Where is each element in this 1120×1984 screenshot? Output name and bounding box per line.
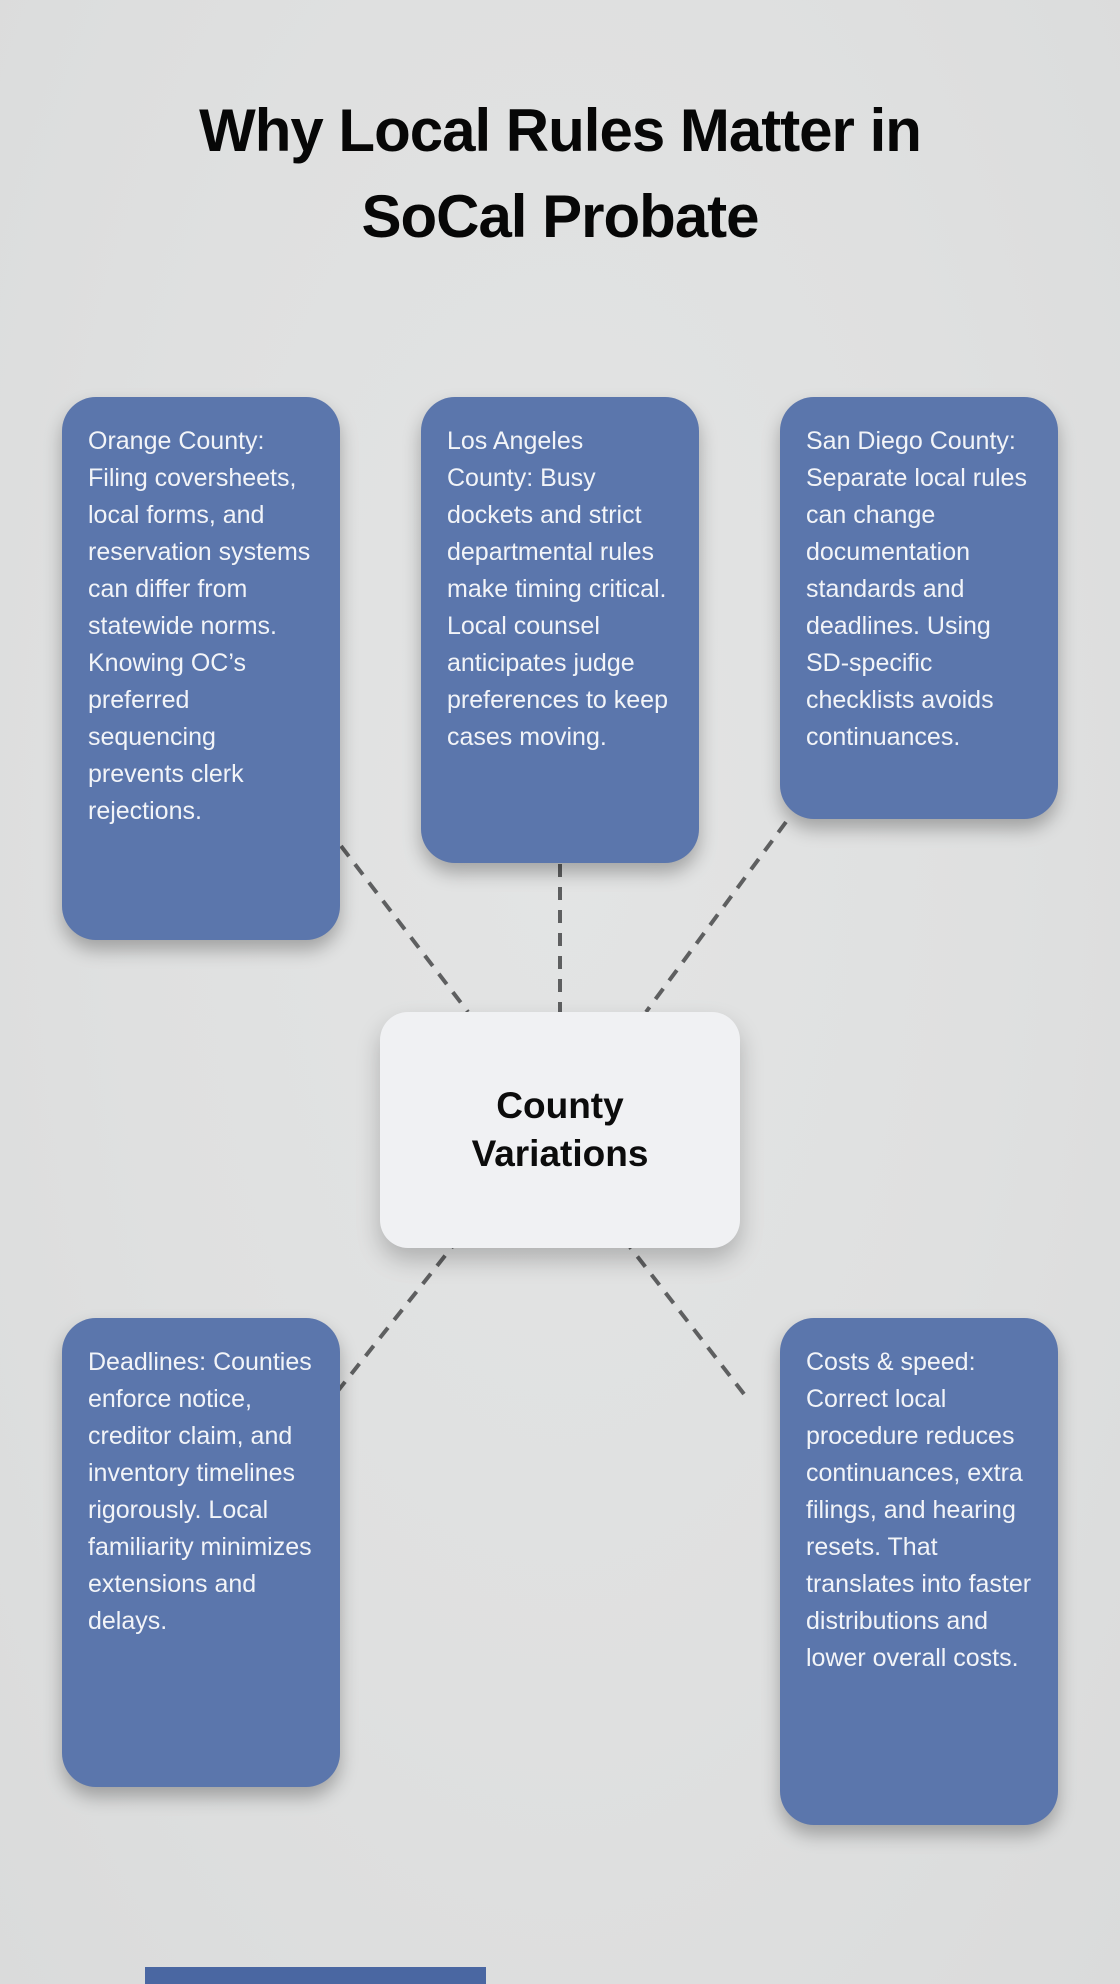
node-orange-county: Orange County: Filing coversheets, local… [62, 397, 340, 940]
node-orange-county-text: Orange County: Filing coversheets, local… [88, 427, 311, 825]
connector-orange-county [339, 844, 470, 1014]
page-title-line-1: Why Local Rules Matter in [199, 97, 922, 164]
node-los-angeles-county: Los Angeles County: Busy dockets and str… [421, 397, 699, 863]
node-san-diego-county: San Diego County: Separate local rules c… [780, 397, 1058, 819]
node-san-diego-county-text: San Diego County: Separate local rules c… [806, 427, 1027, 751]
node-los-angeles-county-text: Los Angeles County: Busy dockets and str… [447, 427, 668, 751]
page-title: Why Local Rules Matter in SoCal Probate [0, 88, 1120, 260]
connector-san-diego-county [644, 820, 788, 1014]
page-title-line-2: SoCal Probate [361, 183, 759, 250]
connector-deadlines [335, 1245, 454, 1394]
node-costs-speed: Costs & speed: Correct local procedure r… [780, 1318, 1058, 1825]
center-node-county-variations: County Variations [380, 1012, 740, 1248]
center-node-label: County Variations [471, 1085, 649, 1174]
node-costs-speed-text: Costs & speed: Correct local procedure r… [806, 1348, 1032, 1672]
connector-costs-speed [628, 1245, 746, 1396]
node-deadlines: Deadlines: Counties enforce notice, cred… [62, 1318, 340, 1787]
footer-bar [145, 1967, 486, 1984]
node-deadlines-text: Deadlines: Counties enforce notice, cred… [88, 1348, 312, 1635]
